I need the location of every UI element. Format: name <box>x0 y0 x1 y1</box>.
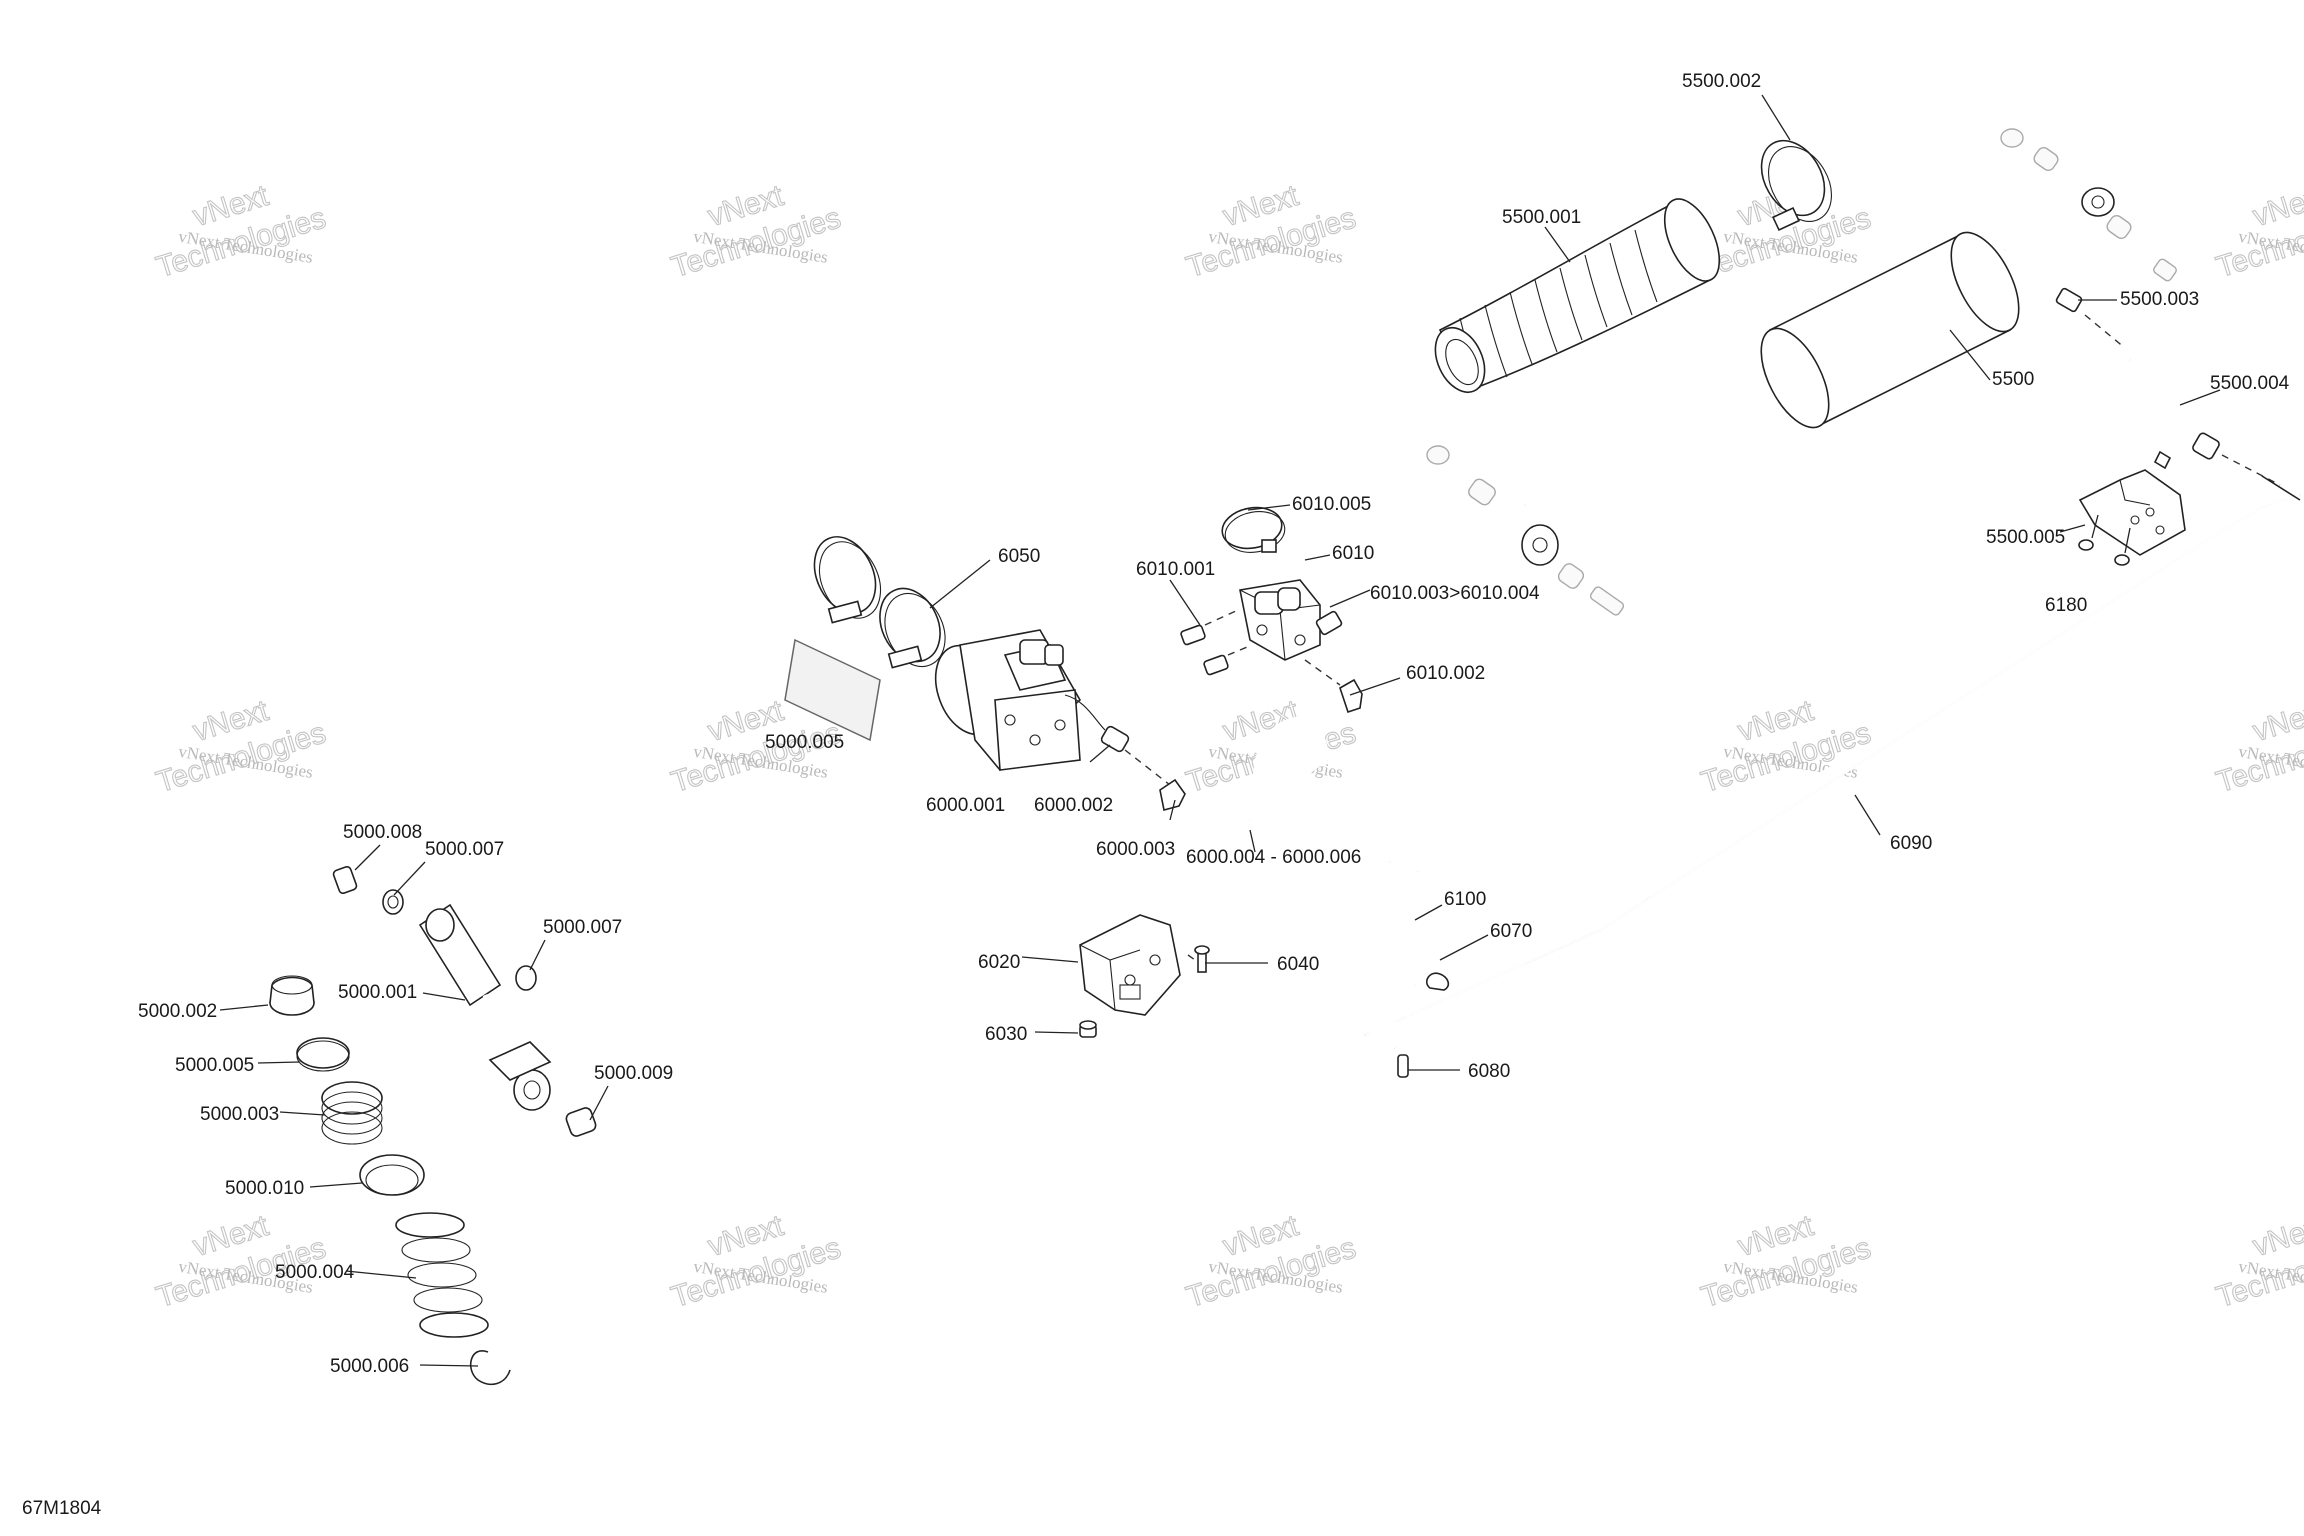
callout-5500: 5500 <box>1992 369 2034 390</box>
callout-5000-005: 5000.005 <box>765 732 844 753</box>
bellows-5500-001 <box>1434 198 1721 393</box>
fitting-5500-003 <box>2055 287 2083 313</box>
callout-6080: 6080 <box>1468 1061 1510 1082</box>
callout-6010-005: 6010.005 <box>1292 494 1371 515</box>
callout-5000-007-right: 5000.007 <box>543 917 622 938</box>
elbow-6000-003 <box>1159 778 1186 811</box>
callout-6010-003-004: 6010.003>6010.004 <box>1370 583 1540 604</box>
clamp-6010-005 <box>1221 506 1286 553</box>
leader-lines <box>219 94 2221 1367</box>
ring-5000-005 <box>296 1037 350 1072</box>
spring-5000-004 <box>395 1212 489 1338</box>
clip-6070 <box>1425 972 1450 991</box>
callout-5000-004: 5000.004 <box>275 1262 355 1283</box>
callout-6000-004-006: 6000.004 - 6000.006 <box>1186 847 1361 868</box>
callout-6010-001: 6010.001 <box>1136 559 1215 580</box>
callout-5500-003: 5500.003 <box>2120 289 2199 310</box>
callout-6090: 6090 <box>1890 833 1932 854</box>
callout-6000-001: 6000.001 <box>926 795 1005 816</box>
fitting-6010-001 <box>1180 624 1229 676</box>
cylinder-body-5500 <box>1760 187 2115 429</box>
watermark-large-line-1: vNext <box>2249 694 2304 748</box>
callout-6040: 6040 <box>1277 954 1319 975</box>
fitting-6080 <box>1397 1054 1409 1078</box>
spacer-5000-007-right <box>515 965 537 991</box>
bracket-6020 <box>1079 914 1210 1038</box>
bushing-5000-009 <box>565 1107 597 1137</box>
screw-6040 <box>1194 945 1210 973</box>
callout-6030: 6030 <box>985 1024 1027 1045</box>
callout-6180: 6180 <box>2045 595 2087 616</box>
spacer-5000-007-top <box>382 889 404 915</box>
compressor-6000-001 <box>934 629 1106 772</box>
callout-labels: 5500.002 5500.001 5500.003 5500 5500.004… <box>138 71 2290 1377</box>
fitting-6000-002 <box>1100 725 1130 753</box>
callout-6010: 6010 <box>1332 543 1374 564</box>
nut-6030 <box>1079 1020 1097 1038</box>
callout-5500-005: 5500.005 <box>1986 527 2065 548</box>
clamps-6050 <box>813 536 946 669</box>
watermark-large-line-1: vNext <box>2249 179 2304 233</box>
hoses-6100-6080 <box>1358 860 1450 1078</box>
callout-6000-003: 6000.003 <box>1096 839 1175 860</box>
watermark-large-line-1: vNext <box>2249 1209 2304 1263</box>
bolts-6180 <box>2078 514 2131 566</box>
callout-5000-009: 5000.009 <box>594 1063 673 1084</box>
callout-6010-002: 6010.002 <box>1406 663 1485 684</box>
lower-eye-5500 <box>1521 524 1559 566</box>
drawing-code: 67M1804 <box>22 1498 102 1519</box>
tube-6090 <box>1364 475 2301 1036</box>
callout-5000-010: 5000.010 <box>225 1178 304 1199</box>
shock-assembly-5000 <box>269 865 597 1386</box>
pad-5000-005 <box>784 638 881 742</box>
seat-5000-010 <box>359 1154 425 1196</box>
callout-5000-002: 5000.002 <box>138 1001 217 1022</box>
callout-6100: 6100 <box>1444 889 1486 910</box>
callout-5500-001: 5500.001 <box>1502 207 1581 228</box>
callout-5000-006: 5000.006 <box>330 1356 409 1377</box>
callout-6050: 6050 <box>998 546 1040 567</box>
nut-5000-003 <box>321 1081 383 1145</box>
hose-5500-004 <box>2128 359 2220 460</box>
fitting-6010-002 <box>1339 678 1363 714</box>
clamp-5500-002 <box>1760 139 1832 232</box>
bracket-5500-005 <box>2078 450 2186 556</box>
callout-5500-004: 5500.004 <box>2210 373 2290 394</box>
callout-5000-001: 5000.001 <box>338 982 417 1003</box>
valve-block-6010 <box>1239 579 1343 661</box>
callout-5500-002: 5500.002 <box>1682 71 1761 92</box>
cylinder-assembly-5500 <box>1426 128 2281 616</box>
hose-6000-004-006 <box>1248 716 1330 821</box>
bushing-5000-008 <box>332 865 358 895</box>
callout-5000-003: 5000.003 <box>200 1104 279 1125</box>
callout-6020: 6020 <box>978 952 1020 973</box>
compressor-assembly-6000 <box>784 536 1330 821</box>
callout-5000-008: 5000.008 <box>343 822 422 843</box>
callout-5000-005-left: 5000.005 <box>175 1055 254 1076</box>
valve-assembly-6010 <box>1180 506 1363 714</box>
ghost-hardware-5500 <box>1426 128 2177 616</box>
callout-6070: 6070 <box>1490 921 1532 942</box>
collar-5000-002 <box>269 975 315 1016</box>
clip-5000-006 <box>469 1349 511 1386</box>
shock-body-5000-001 <box>418 903 552 1111</box>
callout-5000-007-top: 5000.007 <box>425 839 504 860</box>
callout-6000-002: 6000.002 <box>1034 795 1113 816</box>
